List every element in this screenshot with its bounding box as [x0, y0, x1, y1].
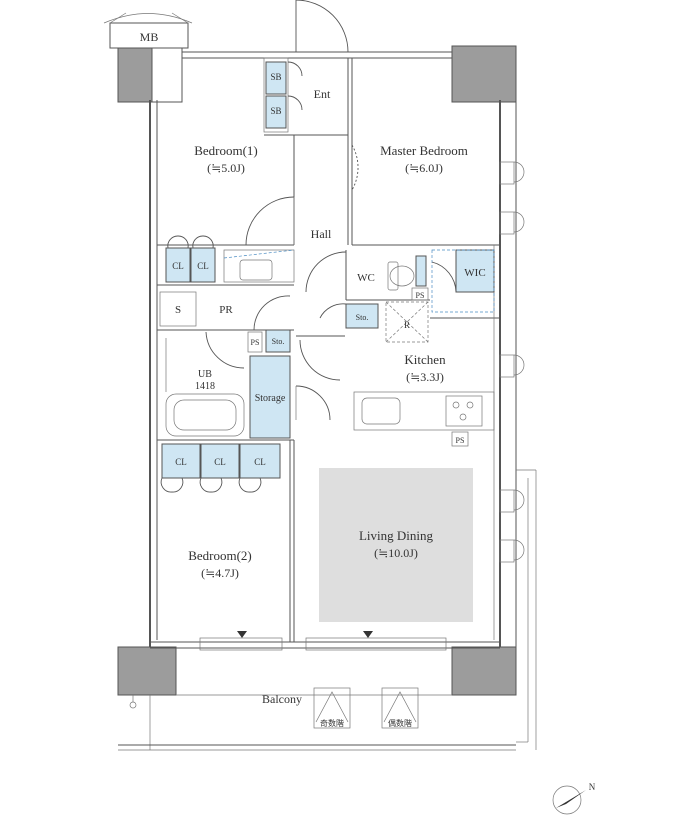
exterior-walls [117, 45, 517, 696]
bedroom1-label: Bedroom(1) [194, 143, 258, 158]
ps-wc-label: PS [416, 291, 425, 300]
wc-label: WC [357, 272, 375, 284]
wc-room: WC PS [305, 251, 429, 301]
entrance-door [263, 0, 349, 133]
cl2-label: CL [197, 261, 209, 271]
living-dining-area [319, 468, 473, 622]
balcony-label: Balcony [262, 692, 302, 706]
sb-top-label: SB [270, 72, 281, 82]
bedroom2-size: (≒4.7J) [201, 566, 239, 580]
wic-label: WIC [464, 267, 485, 279]
north-arrow-icon: N [552, 782, 596, 815]
s-label: S [175, 304, 181, 316]
evacuation-hatches: 奇数階 偶数階 [313, 687, 419, 729]
bedroom1-size: (≒5.0J) [207, 161, 245, 175]
bedroom2-closets: CL CL CL [160, 443, 281, 493]
stair-even-label: 偶数階 [388, 718, 412, 728]
cl4-label: CL [214, 457, 226, 467]
master-bedroom-label: Master Bedroom [380, 143, 468, 158]
kitchen-size: (≒3.3J) [406, 370, 444, 384]
kitchen: Kitchen (≒3.3J) PS [353, 352, 495, 447]
storage-label: Storage [255, 393, 286, 404]
kitchen-label: Kitchen [404, 352, 446, 367]
living-dining-size: (≒10.0J) [374, 546, 418, 560]
shoe-boxes: SB SB [265, 61, 303, 129]
master-bedroom-size: (≒6.0J) [405, 161, 443, 175]
cl1-label: CL [172, 261, 184, 271]
right-windows [499, 161, 525, 563]
ub-size: 1418 [195, 381, 215, 392]
hall-label: Hall [311, 227, 332, 241]
mb-label: MB [140, 30, 159, 44]
entrance-label: Ent [314, 87, 331, 101]
stair-odd-label: 奇数階 [320, 718, 344, 728]
unit-bath: UB 1418 [165, 338, 245, 437]
hall-storage: Sto. R [299, 301, 429, 381]
balcony: Balcony [118, 469, 537, 751]
living-dining-label: Living Dining [359, 528, 434, 543]
pr-label: PR [219, 304, 233, 316]
sto-hall-label: Sto. [356, 313, 369, 322]
sb-bottom-label: SB [270, 106, 281, 116]
wic: WIC [431, 249, 495, 313]
storage: Storage [249, 355, 331, 439]
ps-kitchen-label: PS [456, 436, 465, 445]
ub-label: UB [198, 369, 212, 380]
r-label: R [404, 320, 410, 330]
north-label: N [589, 782, 596, 792]
powder-room: S PR PS Sto. [159, 291, 291, 369]
bedroom1-closets: CL CL [165, 235, 295, 283]
meter-box: MB [103, 12, 193, 49]
sto-pr-label: Sto. [272, 337, 285, 346]
bedroom2-label: Bedroom(2) [188, 548, 252, 563]
ps-pr-label: PS [251, 338, 260, 347]
cl3-label: CL [175, 457, 187, 467]
cl5-label: CL [254, 457, 266, 467]
bottom-windows [199, 631, 447, 651]
